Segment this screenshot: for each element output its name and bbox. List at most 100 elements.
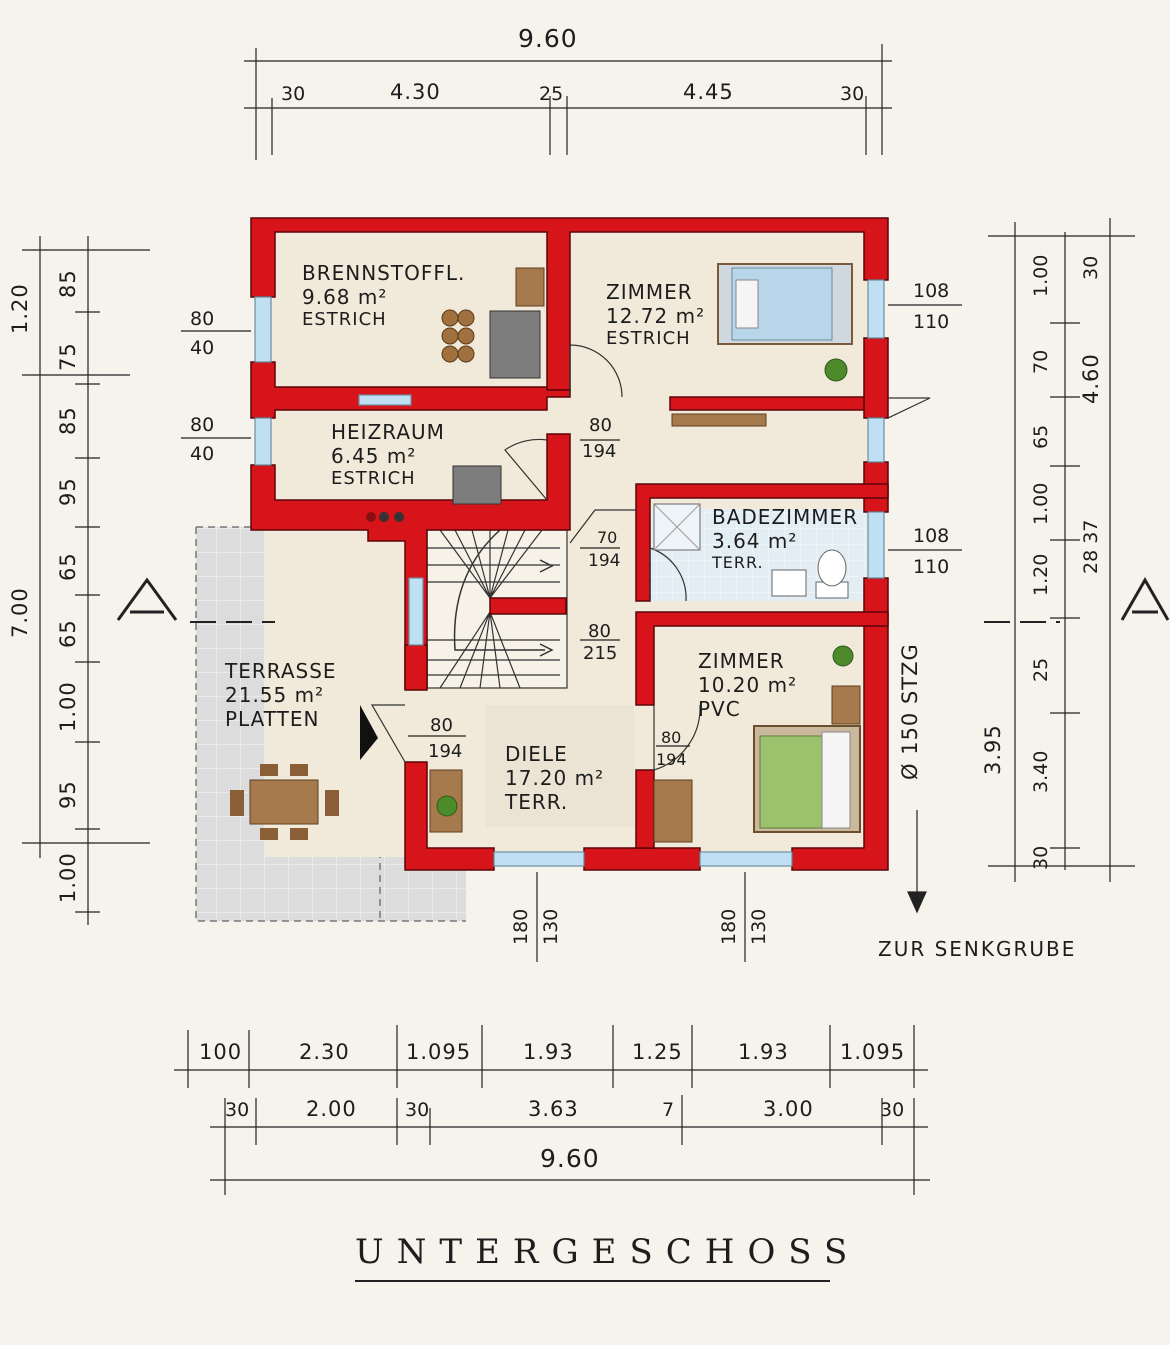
dim-left-outer: 1.20 [8, 283, 32, 334]
opening-height: 130 [540, 908, 562, 945]
dim-right-mid: 3.40 [1030, 750, 1052, 793]
room-badezimmer: BADEZIMMER 3.64 m² TERR. [712, 505, 858, 572]
room-name: ZIMMER [698, 649, 785, 673]
dim-right-far: 4.60 [1079, 353, 1103, 404]
door-swings [370, 344, 931, 771]
dim-right-mid: 1.20 [1030, 553, 1052, 596]
room-name: BADEZIMMER [712, 505, 859, 529]
dim-top-seg: 30 [840, 83, 865, 105]
room-name: DIELE [505, 742, 568, 766]
bed-icon [753, 725, 861, 833]
dimension-lines [22, 44, 1170, 1195]
dim-bottom-row1: 1.93 [738, 1040, 789, 1064]
dim-left-inner: 65 [56, 552, 80, 581]
dim-right-mid: 65 [1030, 424, 1052, 449]
dim-bottom-row2: 30 [225, 1099, 250, 1121]
room-floor: PLATTEN [225, 707, 320, 731]
dim-top-seg: 25 [539, 83, 564, 105]
walls [250, 217, 889, 871]
senkgrube-note: ZUR SENKGRUBE [878, 937, 1077, 961]
room-name: HEIZRAUM [331, 420, 445, 444]
opening-width: 80 [190, 414, 215, 436]
shelf-icon [671, 413, 767, 427]
opening-height: 110 [913, 556, 950, 578]
pipe-label: Ø 150 STZG [898, 643, 922, 780]
room-heizraum: HEIZRAUM 6.45 m² ESTRICH [331, 420, 445, 490]
room-floor: PVC [698, 697, 741, 721]
windows [254, 279, 885, 867]
toilet-icon [815, 549, 849, 599]
dim-right-far: 28 37 [1080, 519, 1102, 574]
opening-height: 40 [190, 443, 215, 465]
room-area: 9.68 m² [302, 285, 388, 309]
heater-icon [366, 465, 502, 522]
room-zimmer-1: ZIMMER 12.72 m² ESTRICH [606, 280, 705, 350]
room-floor: TERR. [712, 553, 764, 572]
opening-width: 80 [661, 728, 682, 747]
plan-title: UNTERGESCHOSS [355, 1232, 847, 1282]
entry-arrow-icon [360, 705, 378, 760]
room-name: BRENNSTOFFL. [302, 261, 466, 285]
dim-left-inner: 95 [56, 477, 80, 506]
opening-width: 80 [588, 621, 611, 642]
dim-left-inner: 85 [56, 269, 80, 298]
opening-width: 108 [913, 525, 950, 547]
room-area: 21.55 m² [225, 683, 325, 707]
dim-bottom-total: 9.60 [540, 1144, 600, 1173]
dim-left-inner: 95 [56, 780, 80, 809]
room-floor: ESTRICH [606, 328, 691, 349]
dim-left-inner: 65 [56, 619, 80, 648]
room-name: ZIMMER [606, 280, 693, 304]
room-floor: ESTRICH [331, 468, 416, 489]
room-diele: DIELE 17.20 m² TERR. [505, 742, 604, 814]
dim-top-total: 9.60 [518, 24, 578, 53]
dim-left-inner: 85 [56, 406, 80, 435]
opening-height: 40 [190, 337, 215, 359]
dim-right-mid: 70 [1030, 349, 1052, 374]
dim-top-seg: 4.45 [683, 80, 734, 104]
opening-height: 215 [583, 643, 618, 664]
firewood-icon [441, 309, 475, 363]
room-zimmer-2: ZIMMER 10.20 m² PVC [698, 649, 797, 721]
shower-icon [653, 503, 701, 551]
opening-width: 80 [430, 715, 453, 736]
dim-left-outer: 7.00 [8, 587, 32, 638]
dim-bottom-row2: 3.00 [763, 1097, 814, 1121]
dim-right-mid: 30 [1030, 845, 1052, 870]
dim-bottom-row2: 3.63 [528, 1097, 579, 1121]
dim-top-seg: 4.30 [390, 80, 441, 104]
dim-bottom-row2: 30 [405, 1099, 430, 1121]
room-terrasse: TERRASSE 21.55 m² PLATTEN [225, 659, 337, 731]
room-area: 6.45 m² [331, 444, 417, 468]
opening-width: 180 [510, 908, 532, 945]
opening-height: 194 [588, 551, 621, 571]
opening-width: 80 [589, 415, 612, 436]
dim-right-mid: 1.00 [1030, 254, 1052, 297]
room-floor: TERR. [505, 790, 569, 814]
opening-width: 80 [190, 308, 215, 330]
dim-bottom-row1: 1.93 [523, 1040, 574, 1064]
sink-icon [771, 569, 807, 597]
dim-bottom-row1: 1.25 [632, 1040, 683, 1064]
room-brennstoffl: BRENNSTOFFL. 9.68 m² ESTRICH [302, 261, 465, 331]
dim-right-far: 30 [1080, 255, 1102, 280]
dim-right-mid: 1.00 [1030, 482, 1052, 525]
dim-left-inner: 75 [56, 342, 80, 371]
opening-width: 108 [913, 280, 950, 302]
dim-top-seg: 30 [281, 83, 306, 105]
dim-bottom-row2: 30 [880, 1099, 905, 1121]
dim-bottom-row1: 2.30 [299, 1040, 350, 1064]
room-floor: ESTRICH [302, 309, 387, 330]
room-area: 3.64 m² [712, 529, 798, 553]
opening-width: 70 [597, 528, 618, 547]
opening-height: 110 [913, 311, 950, 333]
dim-bottom-row1: 100 [199, 1040, 243, 1064]
cabinet-icon [831, 685, 861, 725]
dim-bottom-row1: 1.095 [840, 1040, 906, 1064]
room-area: 17.20 m² [505, 766, 605, 790]
room-name: TERRASSE [225, 659, 337, 683]
opening-height: 194 [582, 441, 617, 462]
cabinet-icon [653, 779, 693, 843]
floor-fills [265, 232, 877, 857]
